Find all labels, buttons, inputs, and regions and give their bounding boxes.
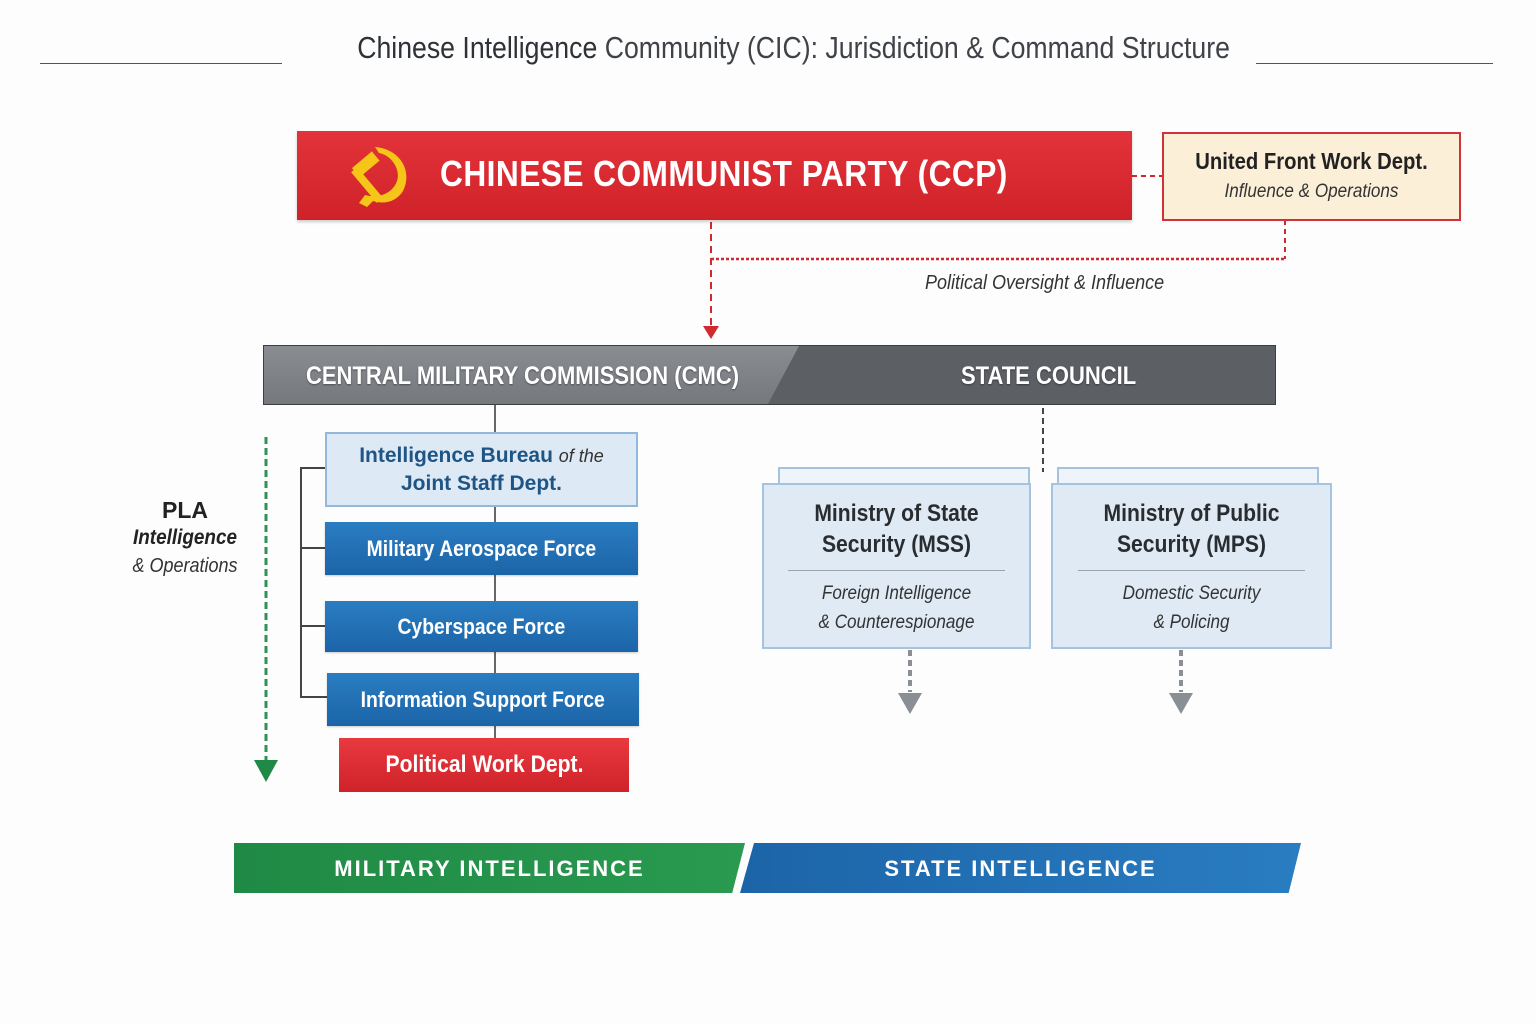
military-intelligence-bar: MILITARY INTELLIGENCE xyxy=(234,843,745,893)
title-bold: Chinese Intelligence xyxy=(357,30,598,65)
info-support-force-label: Information Support Force xyxy=(360,687,606,712)
state-council-label: STATE COUNCIL xyxy=(961,362,1137,390)
ufwd-name: United Front Work Dept. xyxy=(1195,148,1428,174)
mps-tab xyxy=(1057,467,1319,485)
intel-bureau-box: Intelligence Bureau of the Joint Staff D… xyxy=(325,432,638,507)
title-rule-right xyxy=(1256,63,1493,64)
pla-label: PLA Intelligence & Operations xyxy=(110,496,260,580)
political-work-box: Political Work Dept. xyxy=(339,738,629,792)
branch-bracket xyxy=(300,467,327,698)
ccp-arrowhead xyxy=(703,326,719,339)
ccp-box: CHINESE COMMUNIST PARTY (CCP) xyxy=(297,131,1132,220)
mps-arrowhead xyxy=(1169,693,1193,714)
mss-arrowhead xyxy=(898,693,922,714)
government-bar: CENTRAL MILITARY COMMISSION (CMC) STATE … xyxy=(263,345,1276,405)
aerospace-force-label: Military Aerospace Force xyxy=(366,536,597,561)
mss-tab xyxy=(778,467,1030,485)
political-work-label: Political Work Dept. xyxy=(385,751,583,778)
cyberspace-force-box: Cyberspace Force xyxy=(325,601,638,652)
cmc-segment xyxy=(264,346,799,404)
mss-desc: Foreign Intelligence& Counterespionage xyxy=(818,583,975,633)
pla-line2: Intelligence xyxy=(133,526,237,549)
intel-bureau-line2: Joint Staff Dept. xyxy=(401,472,562,495)
ufwd-subtitle: Influence & Operations xyxy=(1224,181,1399,202)
oversight-label: Political Oversight & Influence xyxy=(925,272,1165,294)
ccp-label: CHINESE COMMUNIST PARTY (CCP) xyxy=(440,153,1008,194)
mps-divider xyxy=(1077,570,1306,571)
pla-line3: & Operations xyxy=(132,555,238,577)
aerospace-force-box: Military Aerospace Force xyxy=(325,522,638,575)
mss-divider xyxy=(787,570,1006,571)
state-intelligence-label: STATE INTELLIGENCE xyxy=(884,856,1157,881)
pla-arrowhead xyxy=(254,760,278,782)
page-title: Chinese Intelligence Community (CIC): Ju… xyxy=(357,30,1230,66)
mps-desc: Domestic Security& Policing xyxy=(1122,583,1261,633)
title-rule-left xyxy=(40,63,282,64)
intel-bureau-of: of the xyxy=(558,446,604,466)
ufwd-box: United Front Work Dept. Influence & Oper… xyxy=(1162,132,1461,221)
cyberspace-force-label: Cyberspace Force xyxy=(397,614,566,639)
hammer-sickle-icon xyxy=(351,147,407,207)
state-intelligence-bar: STATE INTELLIGENCE xyxy=(740,843,1301,893)
intel-bureau-name: Intelligence Bureau xyxy=(359,444,553,467)
military-intelligence-label: MILITARY INTELLIGENCE xyxy=(334,856,645,881)
info-support-force-box: Information Support Force xyxy=(327,673,639,726)
title-rest: Community (CIC): Jurisdiction & Command … xyxy=(597,30,1230,65)
cmc-label: CENTRAL MILITARY COMMISSION (CMC) xyxy=(306,362,740,390)
pla-line1: PLA xyxy=(162,497,208,523)
